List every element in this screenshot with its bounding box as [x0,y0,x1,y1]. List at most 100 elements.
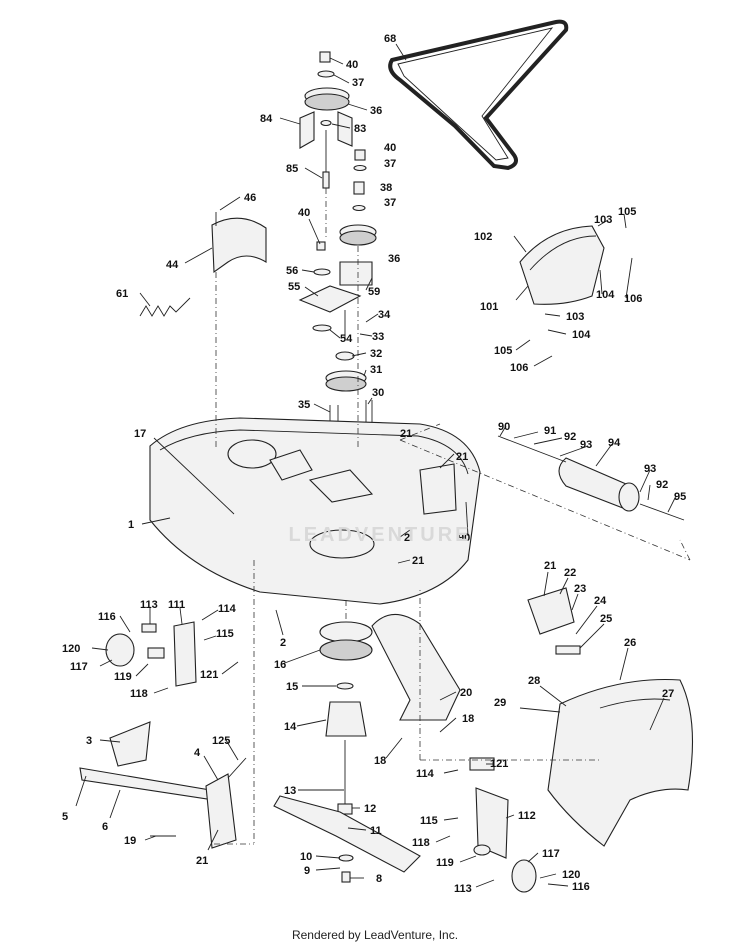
label-125: 125 [212,735,230,747]
label-37c: 37 [384,197,396,209]
label-4: 4 [194,747,201,759]
label-29: 29 [494,697,506,709]
idler-arm [371,613,461,721]
label-84: 84 [260,113,273,125]
label-25: 25 [600,613,612,625]
label-40c: 40 [298,207,310,219]
label-116: 116 [98,611,116,623]
label-104: 104 [596,289,615,301]
right-pulley-bracket [469,757,537,893]
label-30: 30 [372,387,384,399]
label-94: 94 [608,437,621,449]
roller [497,435,685,521]
label-14: 14 [284,721,297,733]
label-93b: 93 [644,463,656,475]
label-37: 37 [352,77,364,89]
part-labels: 68 40 37 36 83 84 85 40 37 38 37 36 40 4… [62,33,686,895]
label-106b: 106 [510,362,528,374]
label-2: 2 [404,532,410,544]
label-8: 8 [376,873,382,885]
center-pulley-assembly [298,149,377,440]
label-55: 55 [288,281,300,293]
label-26: 26 [624,637,636,649]
label-56: 56 [286,265,298,277]
label-121: 121 [200,669,218,681]
label-16: 16 [274,659,286,671]
label-118b: 118 [412,837,430,849]
label-6: 6 [102,821,108,833]
label-11: 11 [370,825,382,837]
label-2b: 2 [280,637,286,649]
label-36: 36 [370,105,382,117]
belt [388,19,569,171]
label-114: 114 [218,603,237,615]
label-13: 13 [284,785,296,797]
label-27: 27 [662,688,674,700]
chute-bracket [527,587,581,655]
label-103: 103 [594,214,612,226]
label-106: 106 [624,293,642,305]
label-102: 102 [474,231,492,243]
label-121b: 121 [490,758,508,770]
label-103b: 103 [566,311,584,323]
label-115b: 115 [420,815,438,827]
label-44: 44 [166,259,179,271]
leader-lines [75,43,677,888]
label-105: 105 [618,206,636,218]
belt-guard [211,212,267,274]
label-120b: 120 [562,869,580,881]
label-115: 115 [216,628,234,640]
label-19: 19 [124,835,136,847]
label-117: 117 [70,661,88,673]
label-17: 17 [134,428,146,440]
label-23: 23 [574,583,586,595]
label-34: 34 [378,309,391,321]
label-119b: 119 [436,857,454,869]
label-5: 5 [62,811,68,823]
alignment-lines [214,188,691,845]
label-3: 3 [86,735,92,747]
label-112: 112 [518,810,536,822]
label-91: 91 [544,425,556,437]
label-105b: 105 [494,345,512,357]
label-61: 61 [116,288,128,300]
label-9: 9 [304,865,310,877]
label-31: 31 [370,364,382,376]
label-20: 20 [460,687,472,699]
blade-assembly [273,621,421,883]
label-28: 28 [528,675,540,687]
label-54: 54 [340,333,353,345]
label-59: 59 [368,286,380,298]
label-114b: 114 [416,768,435,780]
label-46: 46 [244,192,256,204]
mower-deck [149,417,481,605]
label-117b: 117 [542,848,560,860]
watermark: LEADVENTURE [288,524,472,546]
discharge-chute [547,679,694,847]
label-90b: 90 [458,532,470,544]
baffle [519,225,605,305]
label-21d: 21 [544,560,556,572]
label-93: 93 [580,439,592,451]
label-36b: 36 [388,253,400,265]
label-92b: 92 [656,479,668,491]
label-35: 35 [298,399,310,411]
label-18: 18 [462,713,474,725]
label-83: 83 [354,123,366,135]
left-pulley-bracket [105,621,197,687]
label-18b: 18 [374,755,386,767]
label-33: 33 [372,331,384,343]
label-95: 95 [674,491,686,503]
label-101: 101 [480,301,498,313]
lift-link [79,721,247,849]
label-68: 68 [384,33,396,45]
label-15: 15 [286,681,298,693]
label-10: 10 [300,851,312,863]
label-111: 111 [168,599,185,611]
label-116b: 116 [572,881,590,893]
label-90: 90 [498,421,510,433]
label-24: 24 [594,595,607,607]
label-104b: 104 [572,329,591,341]
top-pulley-assembly [299,51,353,189]
